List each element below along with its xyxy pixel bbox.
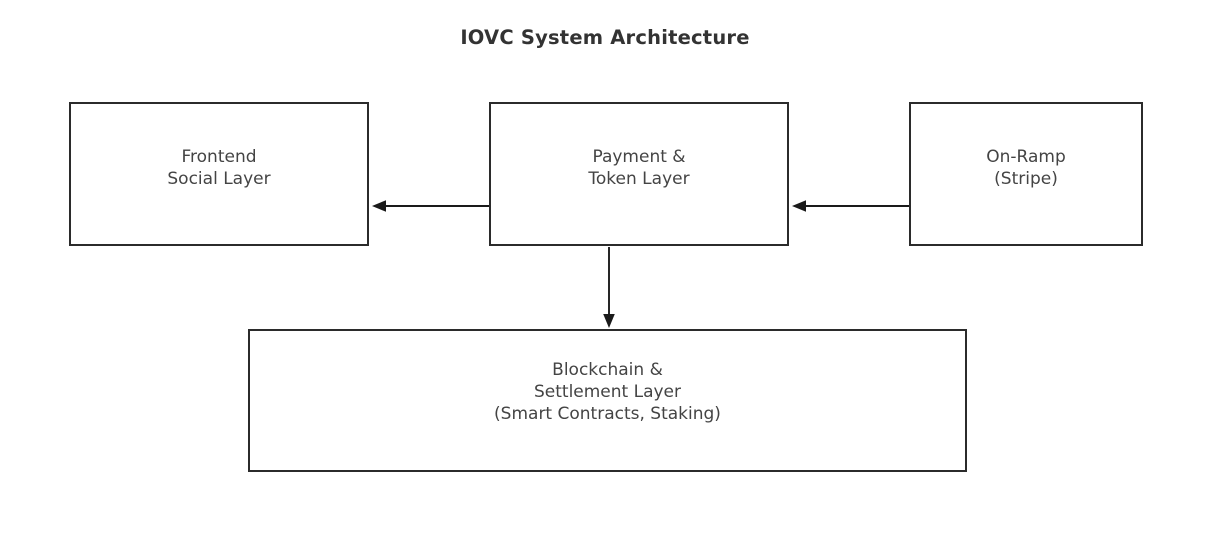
node-frontend-social-layer[interactable]: Frontend Social Layer (69, 102, 369, 246)
node-on-ramp-stripe[interactable]: On-Ramp (Stripe) (909, 102, 1143, 246)
node-blockchain-settlement-layer[interactable]: Blockchain & Settlement Layer (Smart Con… (248, 329, 967, 472)
page-title: IOVC System Architecture (460, 26, 750, 49)
node-payment-token-layer[interactable]: Payment & Token Layer (489, 102, 789, 246)
node-frontend-social-layer-label: Frontend Social Layer (167, 147, 271, 189)
arrow-on-ramp-to-payment (789, 190, 911, 222)
node-on-ramp-stripe-label: On-Ramp (Stripe) (986, 147, 1066, 189)
node-blockchain-settlement-layer-label: Blockchain & Settlement Layer (Smart Con… (494, 360, 721, 424)
node-payment-token-layer-label: Payment & Token Layer (588, 147, 690, 189)
arrow-payment-to-frontend (369, 190, 491, 222)
arrow-payment-to-blockchain (593, 246, 625, 330)
